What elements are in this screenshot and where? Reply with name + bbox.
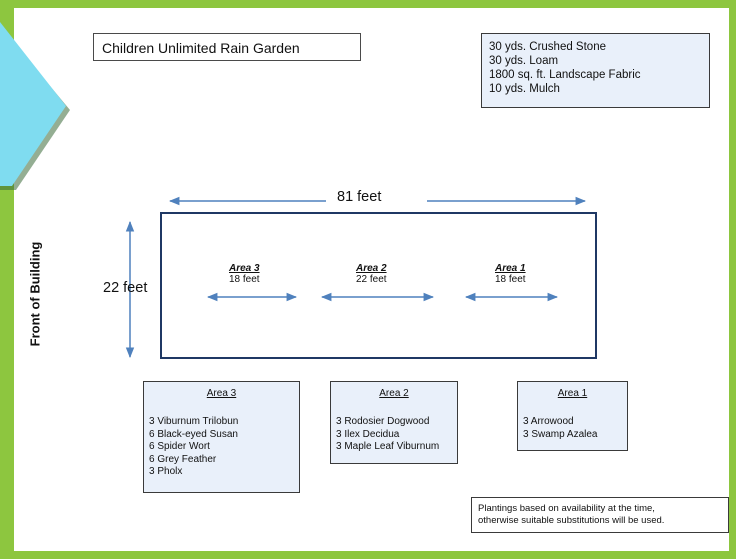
plant-item: 3 Pholx (149, 466, 183, 477)
material-item: 30 yds. Crushed Stone (489, 41, 606, 53)
width-label: 81 feet (337, 189, 382, 205)
zone-length: 18 feet (495, 274, 526, 285)
material-item: 10 yds. Mulch (489, 83, 560, 95)
garden-bed (160, 212, 597, 359)
zone-area-3: Area 3 18 feet (229, 263, 260, 285)
zone-name: Area 3 (229, 263, 260, 274)
note-line: Plantings based on availability at the t… (478, 503, 655, 514)
note-line: otherwise suitable substitutions will be… (478, 515, 665, 526)
plant-item: 6 Grey Feather (149, 453, 217, 465)
zone-area-1: Area 1 18 feet (495, 263, 526, 285)
plant-item: 3 Ilex Decidua (336, 428, 400, 440)
zone-name: Area 1 (495, 263, 526, 274)
plant-list: 3 Arrowood 3 Swamp Azalea (523, 416, 598, 441)
plant-item: 3 Maple Leaf Viburnum (336, 441, 440, 452)
area-3-plant-list: Area 3 3 Viburnum Trilobun 6 Black-eyed … (143, 381, 300, 493)
plant-list: 3 Viburnum Trilobun 6 Black-eyed Susan 6… (149, 416, 238, 479)
plant-item: 3 Rodosier Dogwood (336, 416, 430, 427)
accent-shape (0, 22, 66, 186)
material-item: 30 yds. Loam (489, 55, 559, 67)
substitution-note: Plantings based on availability at the t… (471, 497, 729, 533)
area-heading: Area 2 (379, 388, 409, 399)
front-of-building-label: Front of Building (27, 241, 43, 347)
zone-length: 18 feet (229, 274, 260, 285)
plant-item: 3 Arrowood (523, 416, 574, 427)
area-heading: Area 1 (557, 388, 588, 399)
area-heading: Area 3 (206, 388, 237, 399)
material-item: 1800 sq. ft. Landscape Fabric (489, 69, 641, 81)
zone-name: Area 2 (356, 263, 387, 274)
title-box: Children Unlimited Rain Garden (93, 33, 361, 61)
frame-bottom (0, 551, 736, 559)
plant-item: 6 Spider Wort (149, 441, 210, 452)
area-2-plant-list: Area 2 3 Rodosier Dogwood 3 Ilex Decidua… (330, 381, 458, 464)
height-label: 22 feet (103, 280, 148, 296)
materials-box: 30 yds. Crushed Stone 30 yds. Loam 1800 … (481, 33, 710, 108)
page-title: Children Unlimited Rain Garden (102, 40, 300, 56)
zone-area-2: Area 2 22 feet (356, 263, 387, 285)
plant-item: 6 Black-eyed Susan (149, 428, 238, 440)
plant-list: 3 Rodosier Dogwood 3 Ilex Decidua 3 Mapl… (336, 416, 439, 454)
plant-item: 3 Viburnum Trilobun (149, 416, 239, 427)
area-1-plant-list: Area 1 3 Arrowood 3 Swamp Azalea (517, 381, 628, 451)
frame-top (0, 0, 736, 8)
frame-right (729, 0, 736, 559)
plant-item: 3 Swamp Azalea (523, 428, 598, 440)
zone-length: 22 feet (356, 274, 387, 285)
